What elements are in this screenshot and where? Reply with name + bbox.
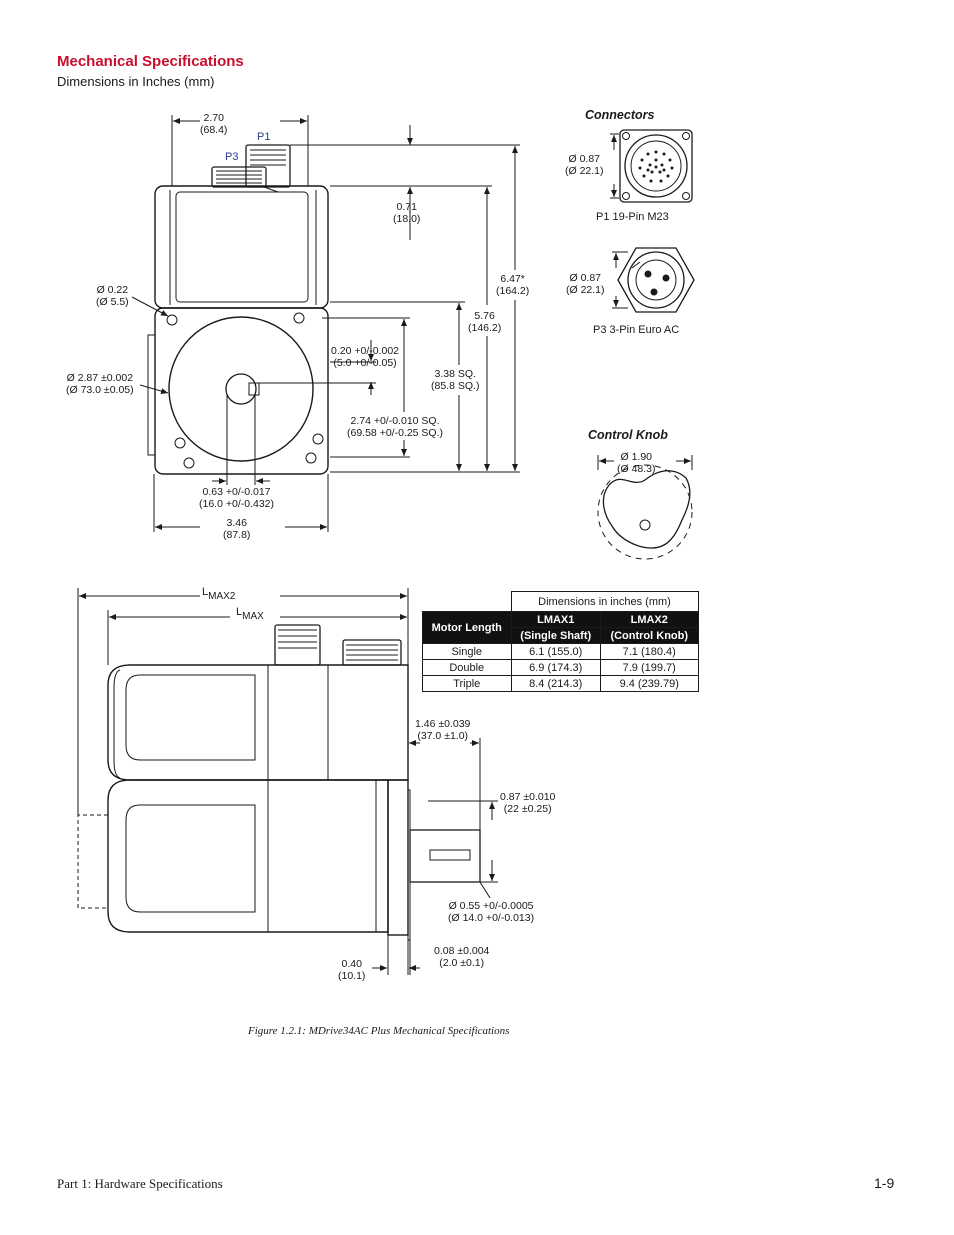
connector-p1-drawing [610,129,693,203]
dim-pilot-length: 0.08 ±0.004(2.0 ±0.1) [434,945,490,969]
motor-length-table: Dimensions in inches (mm) Motor Length L… [422,591,699,692]
control-knob-drawing [597,455,693,560]
dim-flange-thickness: 0.40(10.1) [338,958,366,982]
dim-hole-diameter: Ø 0.22(Ø 5.5) [96,284,129,308]
table-subheader-lmax2: (Control Knob) [599,627,699,644]
table-caption: Dimensions in inches (mm) [510,591,699,612]
table-header-motor-length: Motor Length [422,611,512,644]
table-header-lmax1: LMAX1 [510,611,601,628]
dim-side-shaft-diameter: Ø 0.55 +0/-0.0005(Ø 14.0 +0/-0.013) [448,900,535,924]
dim-overall-height: 6.47*(164.2) [496,273,530,297]
dim-flange-square: 3.38 SQ.(85.8 SQ.) [431,368,480,392]
side-view-drawing [77,588,498,975]
p3-label: P3 [225,151,239,163]
dim-shaft-length: 1.46 ±0.039(37.0 ±1.0) [415,718,471,742]
dim-boss-diameter: Ø 2.87 ±0.002(Ø 73.0 ±0.05) [66,372,134,396]
dim-top-offset: 0.71(18.0) [393,201,421,225]
connector-p3-drawing [612,247,695,313]
dim-pilot: 0.20 +0/-0.002(5.0 +0/-0.05) [331,345,400,369]
dim-flat-length: 0.87 ±0.010(22 ±0.25) [500,791,556,815]
dim-shaft-diameter: 0.63 +0/-0.017(16.0 +0/-0.432) [199,486,275,510]
table-row: Triple 8.4 (214.3) 9.4 (239.79) [422,675,699,692]
table-header-lmax2: LMAX2 [599,611,699,628]
dim-knob-diameter: Ø 1.90(Ø 48.3) [617,451,656,475]
p1-label: P1 [257,131,271,143]
connector-p1-pins [638,150,674,183]
connectors-heading: Connectors [585,108,655,122]
table-subheader-lmax1: (Single Shaft) [510,627,601,644]
dim-p3-diameter: Ø 0.87(Ø 22.1) [566,272,605,296]
p3-connector-label: P3 3-Pin Euro AC [593,324,680,336]
dim-p1-diameter: Ø 0.87(Ø 22.1) [565,153,604,177]
table-row: Single 6.1 (155.0) 7.1 (180.4) [422,643,699,660]
table-row: Double 6.9 (174.3) 7.9 (199.7) [422,659,699,676]
figure-caption: Figure 1.2.1: MDrive34AC Plus Mechanical… [248,1025,510,1037]
p1-connector-label: P1 19-Pin M23 [596,211,669,223]
dim-lmax2: LMAX2 [202,586,236,602]
page-title: Mechanical Specifications [57,53,244,70]
page-number: 1-9 [874,1175,895,1191]
control-knob-heading: Control Knob [588,428,668,442]
page-subtitle: Dimensions in Inches (mm) [57,74,215,89]
dim-body-height: 5.76(146.2) [468,310,502,334]
dim-top-width: 2.70(68.4) [200,112,228,136]
dim-bolt-square: 2.74 +0/-0.010 SQ.(69.58 +0/-0.25 SQ.) [347,415,444,439]
dim-body-width: 3.46(87.8) [223,517,251,541]
dim-lmax: LMAX [236,606,264,622]
footer-section: Part 1: Hardware Specifications [57,1176,223,1191]
front-view-drawing [131,115,520,532]
